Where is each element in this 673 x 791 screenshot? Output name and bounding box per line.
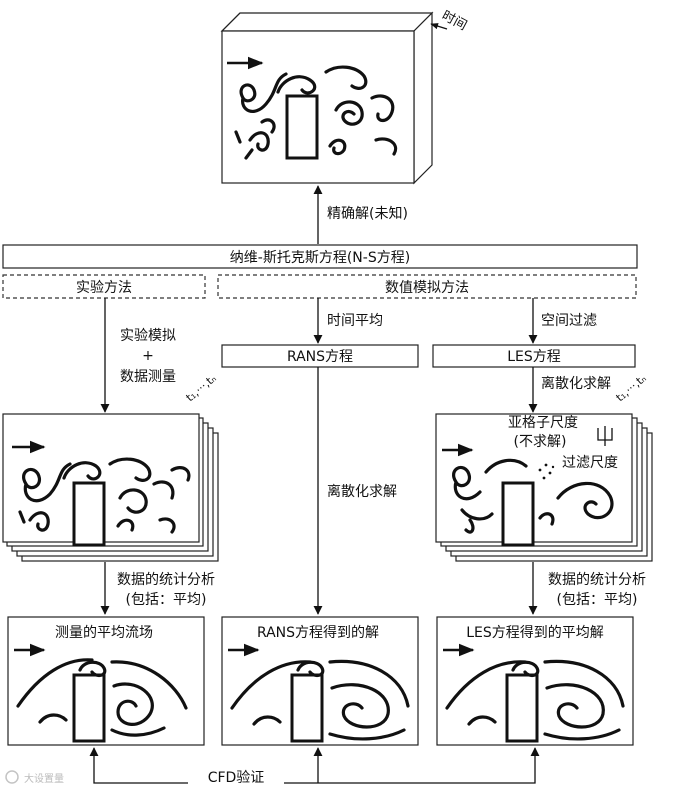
measured-mean-flow-panel: 测量的平均流场	[7, 616, 205, 746]
experiment-step-line1: 实验模拟	[120, 328, 176, 344]
experiment-method-label: 实验方法	[76, 280, 132, 296]
rans-equation-box	[221, 344, 419, 368]
les-equation-box	[432, 344, 636, 368]
experiment-stats-line1: 数据的统计分析	[117, 572, 215, 588]
les-equation-label: LES方程	[507, 349, 561, 365]
les-time-series: t₁,···,tₙ	[614, 372, 649, 404]
exact-solution-panel	[220, 11, 434, 185]
experiment-step-line2: 数据测量	[120, 369, 176, 385]
measured-mean-flow-title: 测量的平均流场	[55, 625, 153, 641]
rans-solve-label: 离散化求解	[327, 483, 397, 500]
les-solve-label: 离散化求解	[541, 375, 611, 392]
watermark: 大设置量	[5, 770, 64, 785]
les-mean-solution-panel: LES方程得到的平均解	[436, 616, 634, 746]
filter-scale-label: 过滤尺度	[562, 455, 618, 471]
watermark-text: 大设置量	[24, 772, 64, 785]
rans-solution-title: RANS方程得到的解	[257, 624, 379, 641]
subgrid-scale-line2: (不求解)	[514, 434, 567, 450]
experiment-step-plus: +	[142, 348, 154, 364]
les-mean-solution-title: LES方程得到的平均解	[466, 624, 604, 641]
experiment-stats-line2: (包括：平均)	[126, 592, 207, 608]
ns-equation-box	[2, 244, 638, 269]
numerical-method-label: 数值模拟方法	[385, 280, 469, 296]
time-label: 时间	[439, 8, 469, 33]
numerical-method-box	[217, 274, 637, 299]
les-snapshot-stack	[435, 413, 653, 562]
exact-solution-label: 精确解(未知)	[327, 205, 408, 222]
time-indicator: 时间	[430, 8, 469, 34]
cfd-validation-connector	[89, 747, 540, 787]
subgrid-scale-line1: 亚格子尺度	[508, 415, 578, 431]
experiment-time-series: t₁,···,tₙ	[184, 372, 219, 404]
experiment-snapshot-stack	[2, 413, 219, 562]
cfd-validation-label: CFD验证	[208, 770, 265, 786]
les-stats-line2: (包括：平均)	[557, 592, 638, 608]
les-stats-line1: 数据的统计分析	[548, 572, 646, 588]
spatial-filter-label: 空间过滤	[541, 313, 597, 329]
rans-solution-panel: RANS方程得到的解	[221, 616, 419, 746]
experiment-method-box	[2, 274, 206, 299]
ns-equation-label: 纳维-斯托克斯方程(N-S方程)	[230, 250, 410, 266]
rans-equation-label: RANS方程	[287, 349, 353, 365]
time-average-label: 时间平均	[327, 313, 383, 329]
